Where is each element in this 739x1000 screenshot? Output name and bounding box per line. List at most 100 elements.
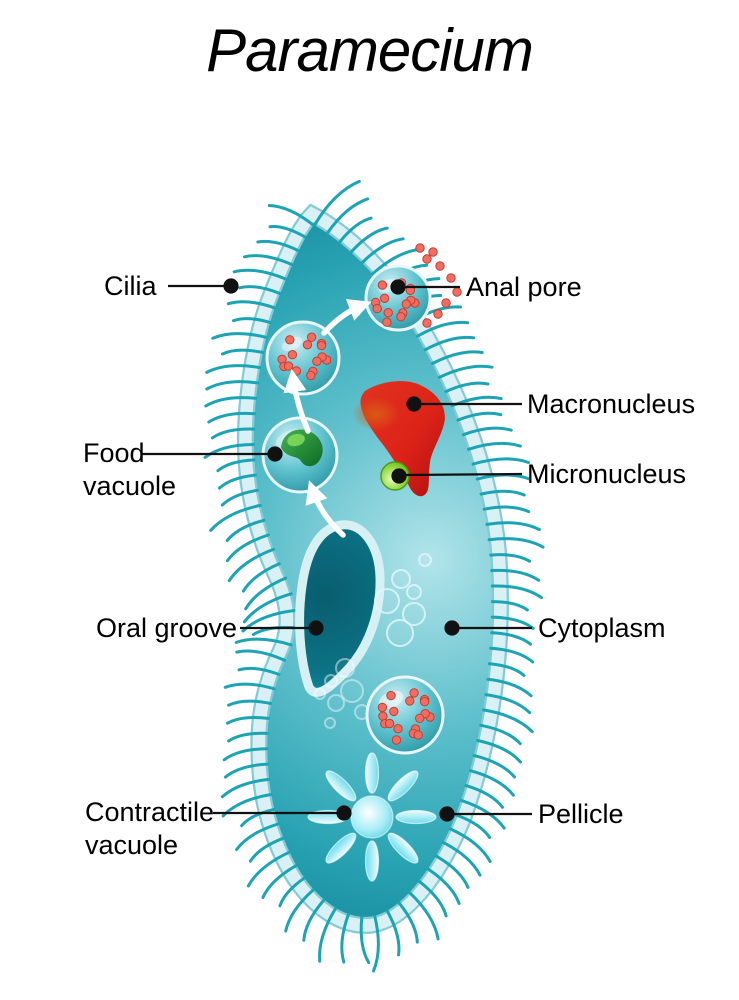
- cilium: [223, 762, 269, 779]
- cilium: [242, 592, 293, 624]
- food-particle: [405, 696, 415, 706]
- pellicle-leader-dot: [439, 806, 455, 822]
- cilium: [211, 332, 268, 340]
- food-particle: [306, 332, 317, 342]
- cilium: [476, 739, 522, 764]
- leader-lines: [142, 278, 532, 822]
- cilium: [484, 693, 532, 715]
- cilium: [490, 631, 532, 646]
- cilium: [232, 317, 272, 324]
- food-particle: [409, 688, 419, 698]
- food-particle: [285, 335, 295, 345]
- contractile-petal: [395, 809, 437, 825]
- food-particle: [384, 718, 395, 729]
- label-macronucleus: Macronucleus: [527, 389, 696, 419]
- cilium: [244, 576, 288, 611]
- cytoplasm-leader-dot: [444, 620, 460, 636]
- cilium: [471, 457, 530, 466]
- cilium: [423, 335, 476, 352]
- cilium: [226, 300, 276, 310]
- label-anal-pore: Anal pore: [466, 272, 582, 302]
- cilium: [248, 836, 285, 863]
- cilium: [235, 822, 280, 851]
- contractile-petal: [387, 770, 419, 802]
- arrow-groove-to-vacuole: [305, 480, 346, 538]
- cilium: [232, 268, 288, 281]
- cilia-leader-dot: [223, 278, 239, 294]
- arrow-vacuole-up: [283, 368, 311, 434]
- cilium: [218, 473, 257, 490]
- cilium: [482, 708, 534, 734]
- cilium: [461, 426, 513, 437]
- diagram-title: Paramecium: [206, 17, 534, 84]
- oral-groove-leader-dot: [308, 620, 324, 636]
- food-particle: [415, 713, 425, 723]
- food-particle: [389, 706, 399, 717]
- cilium: [442, 841, 482, 877]
- cilium: [243, 254, 294, 267]
- label-micronucleus: Micronucleus: [527, 459, 687, 489]
- cilium: [203, 443, 255, 459]
- food-vacuole-upper: [265, 320, 341, 396]
- cilium: [220, 348, 264, 356]
- cilium: [454, 813, 492, 839]
- cilium: [220, 777, 271, 799]
- food-particle: [401, 299, 411, 309]
- cilium: [234, 637, 293, 647]
- cilium: [267, 204, 315, 227]
- cilium: [385, 909, 401, 957]
- cilium: [416, 320, 470, 338]
- cilium: [225, 715, 270, 725]
- label-food-vacuole: Food vacuole: [83, 438, 177, 501]
- cilium: [313, 179, 361, 227]
- pellicle-band: [239, 206, 507, 932]
- cilium: [338, 216, 373, 244]
- cilium: [340, 912, 350, 964]
- cilium: [222, 747, 269, 762]
- cilium: [261, 864, 298, 899]
- food-particle: [291, 366, 302, 376]
- contractile-leader-dot: [336, 805, 352, 821]
- contractile-petal: [325, 832, 357, 864]
- contractile-petal: [364, 840, 380, 882]
- cilium: [479, 489, 526, 497]
- cilium: [237, 666, 281, 676]
- contractile-vacuole: [307, 752, 437, 882]
- contractile-petal: [387, 832, 419, 864]
- cilium: [372, 914, 380, 973]
- cilium: [302, 898, 326, 942]
- oral-groove: [295, 520, 385, 697]
- anal-pore-leader-dot: [390, 279, 406, 295]
- cilium: [225, 518, 266, 542]
- cilium: [437, 364, 494, 379]
- cilium: [456, 411, 503, 422]
- cilium: [235, 649, 287, 662]
- cilium: [205, 364, 262, 374]
- cilium: [434, 854, 470, 889]
- food-particle: [316, 340, 327, 351]
- contractile-petal: [325, 770, 357, 802]
- cilium: [448, 827, 492, 863]
- cilium: [359, 915, 371, 965]
- cilium: [408, 891, 440, 941]
- label-contractile-vacuole: Contractile vacuole: [85, 797, 215, 860]
- food-particle: [287, 350, 298, 360]
- food-particle: [413, 730, 423, 740]
- cilium: [488, 662, 526, 677]
- food-particle: [382, 317, 392, 327]
- food-particle: [377, 280, 388, 290]
- cilium: [444, 381, 490, 393]
- micronucleus-leader-line: [402, 472, 523, 477]
- cilium: [227, 731, 269, 743]
- cilium: [207, 411, 256, 424]
- cilium: [225, 533, 270, 563]
- cilium: [472, 754, 516, 779]
- cilium: [490, 568, 541, 582]
- macronucleus: [352, 381, 445, 497]
- cilium: [240, 807, 276, 828]
- food-particle: [377, 702, 388, 713]
- cilium: [459, 798, 506, 830]
- cilium: [256, 239, 300, 253]
